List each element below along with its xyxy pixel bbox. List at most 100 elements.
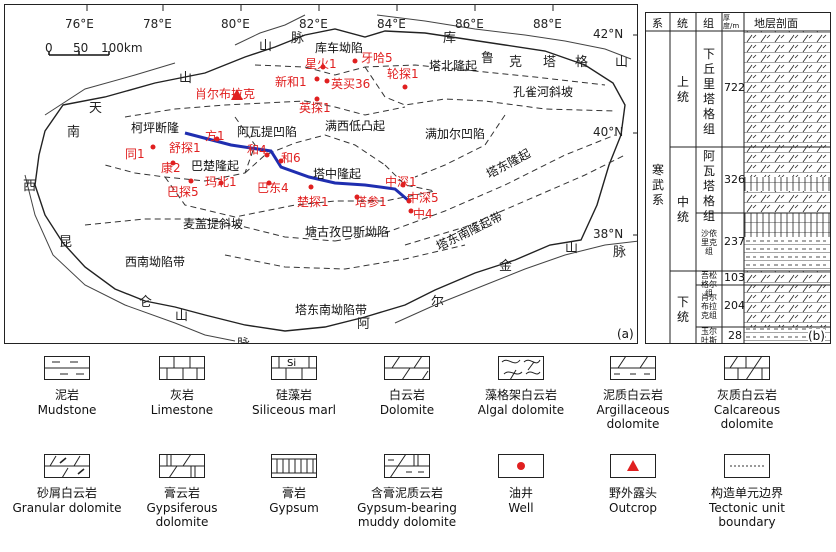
legend-cn: 膏云岩	[163, 486, 200, 500]
mountain-label: 天	[89, 101, 103, 116]
lat-label: 40°N	[593, 125, 624, 139]
well-label: 方1	[205, 129, 225, 143]
legend-cn: 膏岩	[281, 486, 306, 500]
unit-label: 柯坪断隆	[131, 121, 180, 135]
legend-cn: 硅藻岩	[275, 388, 312, 402]
mountain-label: 西	[23, 179, 37, 194]
well-label: 楚探1	[297, 195, 329, 209]
strat-header-profile: 地层剖面	[754, 17, 798, 30]
legend-item-well: 油井 Well	[466, 454, 576, 515]
legend-item-dolomite: 白云岩 Dolomite	[352, 356, 462, 417]
well-label: 新和1	[275, 75, 307, 89]
mountain-label: 尔	[431, 295, 445, 310]
well-label: 中深1	[385, 175, 417, 189]
outcrop-icon	[610, 454, 656, 478]
algal-dolomite-icon	[498, 356, 544, 380]
lon-label: 84°E	[377, 17, 406, 31]
mountain-label: 山	[259, 39, 273, 54]
lon-label: 88°E	[533, 17, 562, 31]
strat-header-formation: 组	[703, 17, 714, 30]
lon-label: 80°E	[221, 17, 250, 31]
outcrop-label: 肖尔布拉克	[195, 87, 256, 101]
strat-formation: 沙依里克组	[701, 229, 717, 256]
well-label: 康2	[161, 161, 181, 175]
strat-formation: 阿瓦塔格组	[702, 149, 715, 223]
strat-thickness: 326	[724, 173, 745, 186]
lat-label: 42°N	[593, 27, 624, 41]
unit-label: 满西低凸起	[325, 119, 386, 133]
strat-formation: 肖尔布拉克组	[701, 293, 717, 320]
panel-label-a: (a)	[617, 327, 634, 341]
legend-en: Gypsum	[269, 501, 319, 515]
strat-header-series: 统	[677, 17, 688, 30]
well-label: 巴东4	[257, 181, 289, 195]
legend-cn: 灰岩	[169, 388, 194, 402]
legend-cn: 泥岩	[54, 388, 79, 402]
panel-label-b: (b)	[808, 329, 825, 343]
legend-en: Gypsum-bearing muddy dolomite	[357, 501, 457, 529]
gypsiferous-dolomite-icon	[159, 454, 205, 478]
lat-label: 38°N	[593, 227, 624, 241]
well-label: 中深5	[407, 191, 439, 205]
legend-item-calcareous-dolomite: 灰质白云岩 Calcareous dolomite	[692, 356, 802, 431]
calcareous-dolomite-icon	[724, 356, 770, 380]
well-label: 轮探1	[387, 67, 419, 81]
unit-label: 塔东南坳陷带	[295, 303, 368, 317]
well-label: 舒探1	[169, 141, 201, 155]
strat-series-lower: 下统	[676, 295, 689, 324]
legend-en: Dolomite	[379, 403, 435, 417]
legend-cn: 含膏泥质云岩	[370, 486, 443, 500]
mountain-label: 脉	[613, 245, 627, 260]
well-label: 英买36	[331, 77, 371, 91]
strat-series-upper: 上统	[676, 75, 689, 104]
lon-label: 76°E	[65, 17, 94, 31]
mountain-label: 仑	[139, 295, 153, 310]
well-label: 星火1	[305, 57, 337, 71]
strat-formation: 吾松格尔组	[701, 271, 717, 298]
section-line	[184, 131, 410, 203]
legend-item-limestone: 灰岩 Limestone	[127, 356, 237, 417]
scale-tick: 100km	[101, 41, 143, 55]
unit-label: 塔北隆起	[429, 59, 478, 73]
argillaceous-dolomite-icon	[610, 356, 656, 380]
legend-cn: 砂屑白云岩	[36, 486, 97, 500]
mountain-label: 克	[509, 55, 523, 70]
strat-formation: 玉尔吐斯组	[701, 327, 717, 344]
mountain-label: 南	[67, 125, 81, 140]
lon-label: 78°E	[143, 17, 172, 31]
legend-en: Mudstone	[37, 403, 97, 417]
legend-sym-text: Si	[287, 358, 296, 369]
legend-item-gypsum: 膏岩 Gypsum	[239, 454, 349, 515]
well-label: 牙哈5	[361, 51, 393, 65]
legend-en: Limestone	[150, 403, 214, 417]
well-label: 巴探5	[167, 185, 199, 199]
strat-thickness: 103	[724, 271, 745, 284]
legend-item-gypsum-bearing-muddy-dolomite: 含膏泥质云岩 Gypsum-bearing muddy dolomite	[352, 454, 462, 529]
legend-item-gypsiferous-dolomite: 膏云岩 Gypsiferous dolomite	[127, 454, 237, 529]
legend-item-outcrop: 野外露头 Outcrop	[578, 454, 688, 515]
well-label: 塔参1	[355, 195, 387, 209]
mountain-label: 金	[499, 259, 513, 274]
mountain-label: 山	[179, 71, 193, 86]
strat-series-middle: 中统	[676, 195, 689, 224]
unit-label: 塔中隆起	[313, 167, 362, 181]
tectonic-boundaries	[84, 64, 626, 270]
outcrop-marker	[231, 89, 243, 100]
legend-en: Gypsiferous dolomite	[146, 501, 218, 529]
legend-cn: 泥质白云岩	[602, 388, 663, 402]
mountain-label: 格	[575, 55, 589, 70]
mountain-label: 鲁	[481, 51, 495, 66]
legend-item-mudstone: 泥岩 Mudstone	[12, 356, 122, 417]
legend-en: Granular dolomite	[12, 501, 122, 515]
legend-item-boundary: 构造单元边界 Tectonic unit boundary	[692, 454, 802, 529]
strat-thickness: 28	[728, 329, 742, 342]
legend-item-granular-dolomite: 砂屑白云岩 Granular dolomite	[12, 454, 122, 515]
mountain-label: 塔	[543, 55, 557, 70]
well-markers	[150, 58, 414, 214]
well-label: 同1	[125, 147, 145, 161]
legend-cn: 藻格架白云岩	[484, 388, 557, 402]
legend-item-siliceous-marl: Si 硅藻岩 Siliceous marl	[239, 356, 349, 417]
gypsum-icon	[271, 454, 317, 478]
boundary-icon	[724, 454, 770, 478]
legend-cn: 白云岩	[388, 388, 425, 402]
